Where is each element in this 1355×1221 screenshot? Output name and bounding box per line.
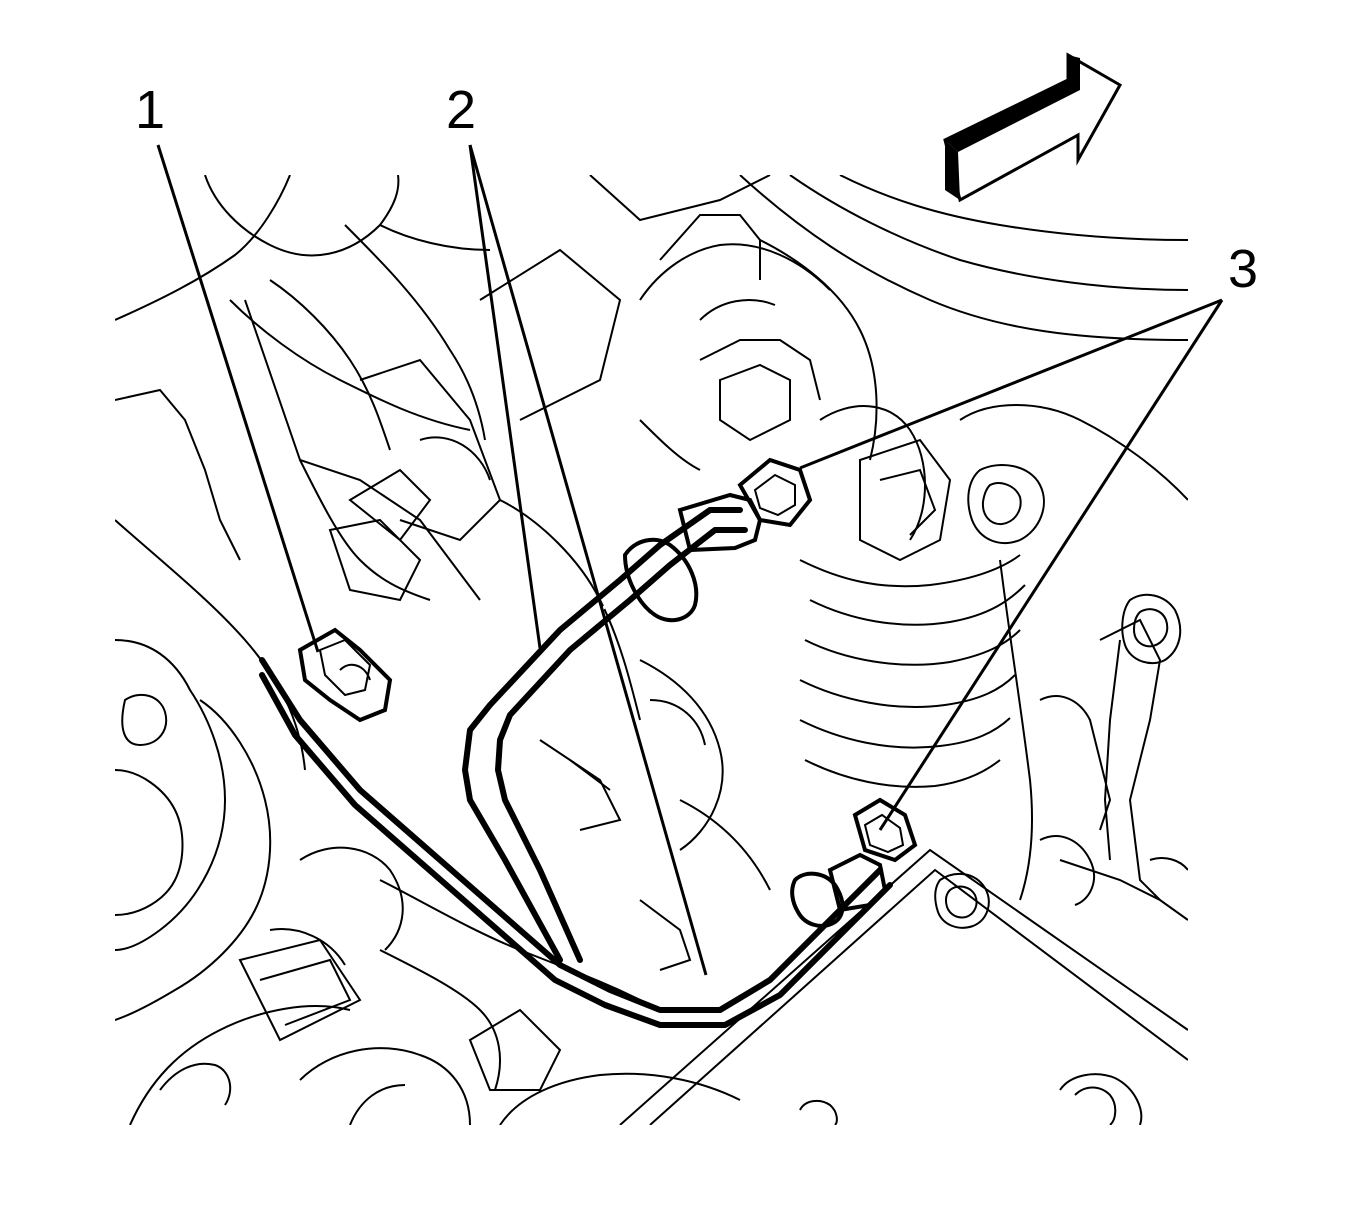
callout-label-2: 2 <box>446 80 476 140</box>
leader-line-3a <box>799 298 1223 470</box>
leader-line-2b <box>468 144 708 976</box>
callout-label-1: 1 <box>135 80 165 140</box>
vent-hose-assembly <box>259 492 893 1028</box>
leader-line-2a <box>468 144 542 649</box>
callout-labels: 1 2 3 <box>135 80 1258 299</box>
leader-line-3b <box>878 299 1224 831</box>
callout-label-3: 3 <box>1228 239 1258 299</box>
leader-line-1 <box>156 144 320 653</box>
callout-leaders <box>156 144 1224 976</box>
engine-bay-linework <box>115 175 1188 1125</box>
direction-arrow-icon <box>943 52 1123 203</box>
